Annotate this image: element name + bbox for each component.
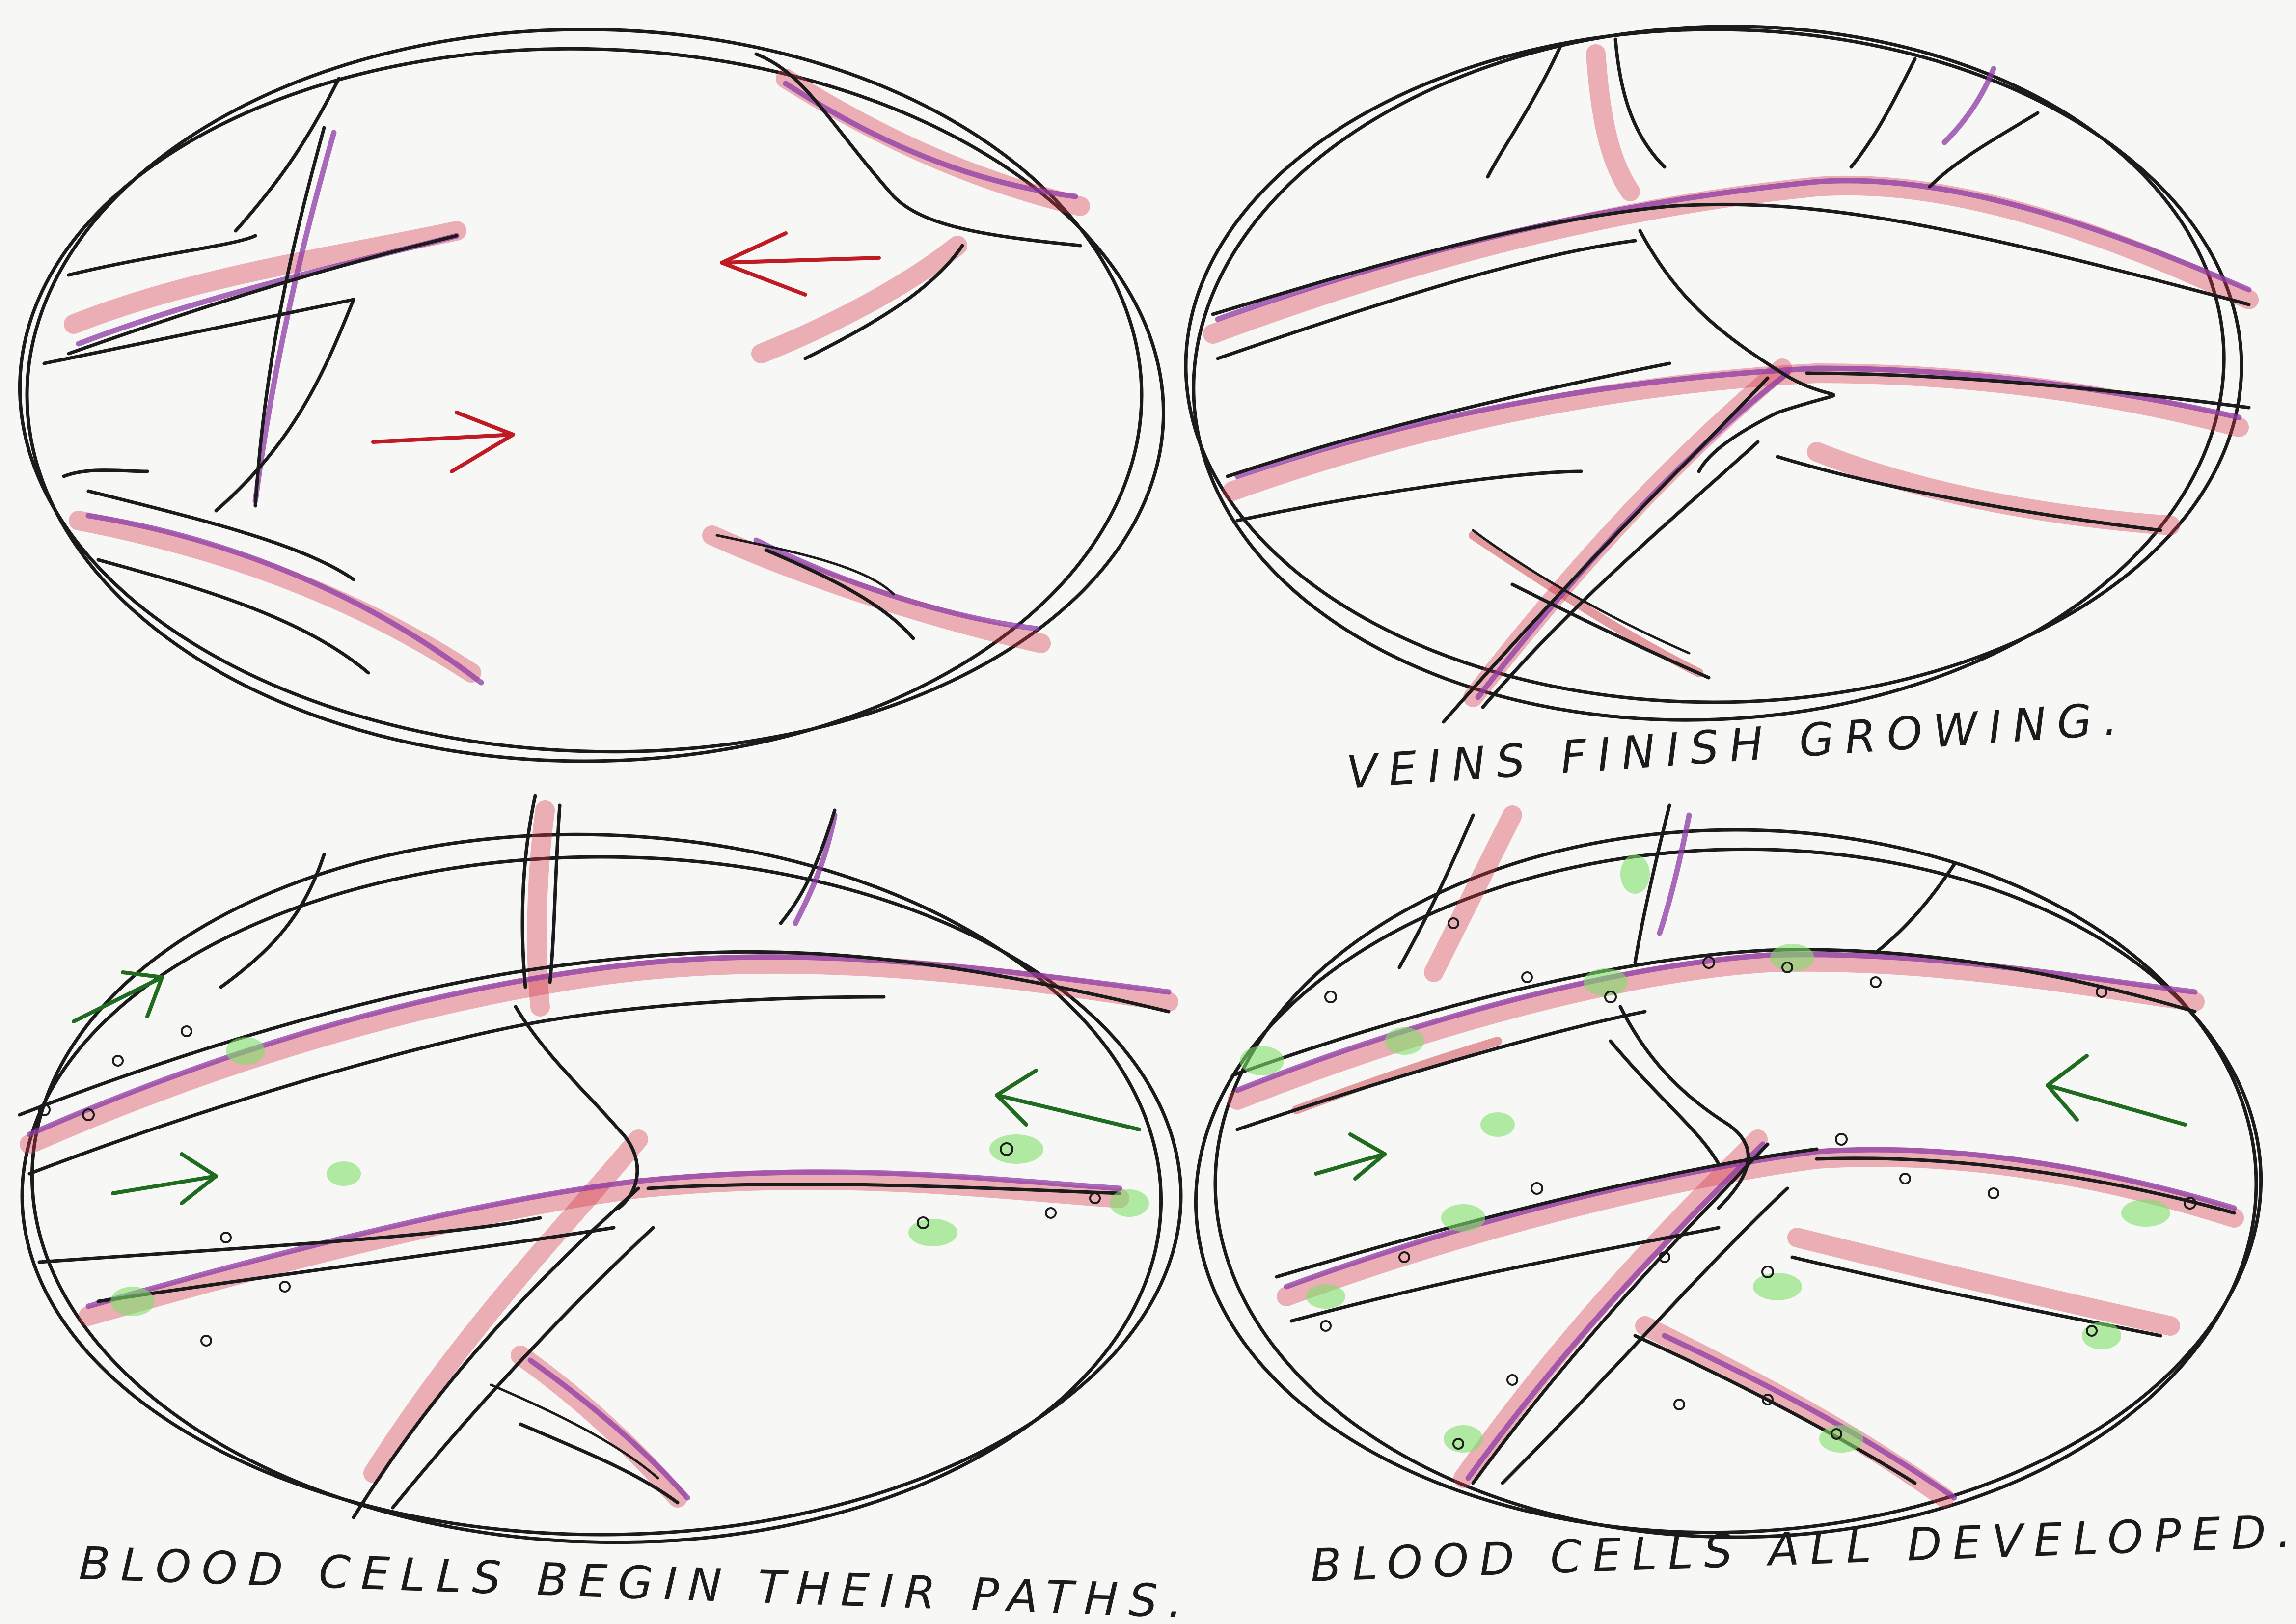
panel-4-caption: BLOOD CELLS ALL DEVELOPED. xyxy=(1310,1505,2296,1592)
panel-1-arrow-right-icon xyxy=(371,411,515,473)
panel-2-vein-outlines xyxy=(1211,37,2251,724)
panel-3-arrow-upright-icon xyxy=(72,970,164,1023)
panel-4-frame-outer xyxy=(1213,828,2258,1539)
panel-4-arrow-left-icon xyxy=(2046,1054,2187,1127)
panel-3-arrow-right-icon xyxy=(111,1152,218,1205)
panel-3-frame-inner xyxy=(30,832,1163,1544)
panel-3-blood-cells xyxy=(38,1025,1149,1347)
panel-3: BLOOD CELLS BEGIN THEIR PATHS. xyxy=(18,794,1194,1624)
panel-2-frame-outer xyxy=(1184,28,2243,704)
panel-3-frame-outer xyxy=(20,855,1183,1537)
panel-3-arrow-left-icon xyxy=(995,1069,1141,1131)
panel-1-arrow-left-icon xyxy=(720,231,881,297)
panel-2: VEINS FINISH GROWING. xyxy=(1184,25,2259,799)
panel-1-frame-outer xyxy=(25,28,1144,763)
panel-4-veins xyxy=(1228,805,2244,1508)
panel-2-caption: VEINS FINISH GROWING. xyxy=(1345,692,2130,799)
panel-4-vein-outlines xyxy=(1230,803,2236,1485)
panel-1-veins xyxy=(64,69,1090,686)
panel-4-frame-inner xyxy=(1194,847,2263,1535)
panel-4: BLOOD CELLS ALL DEVELOPED. xyxy=(1194,803,2296,1592)
panel-3-caption: BLOOD CELLS BEGIN THEIR PATHS. xyxy=(78,1537,1194,1624)
panel-1-frame-inner xyxy=(18,47,1166,754)
panel-1-vein-outlines xyxy=(42,52,1082,675)
panel-2-frame-inner xyxy=(1192,25,2226,722)
panel-4-blood-cells xyxy=(1240,854,2196,1453)
panel-4-arrow-right-icon xyxy=(1314,1132,1387,1181)
panel-1 xyxy=(18,28,1166,763)
panel-3-vein-outlines xyxy=(18,794,1171,1519)
